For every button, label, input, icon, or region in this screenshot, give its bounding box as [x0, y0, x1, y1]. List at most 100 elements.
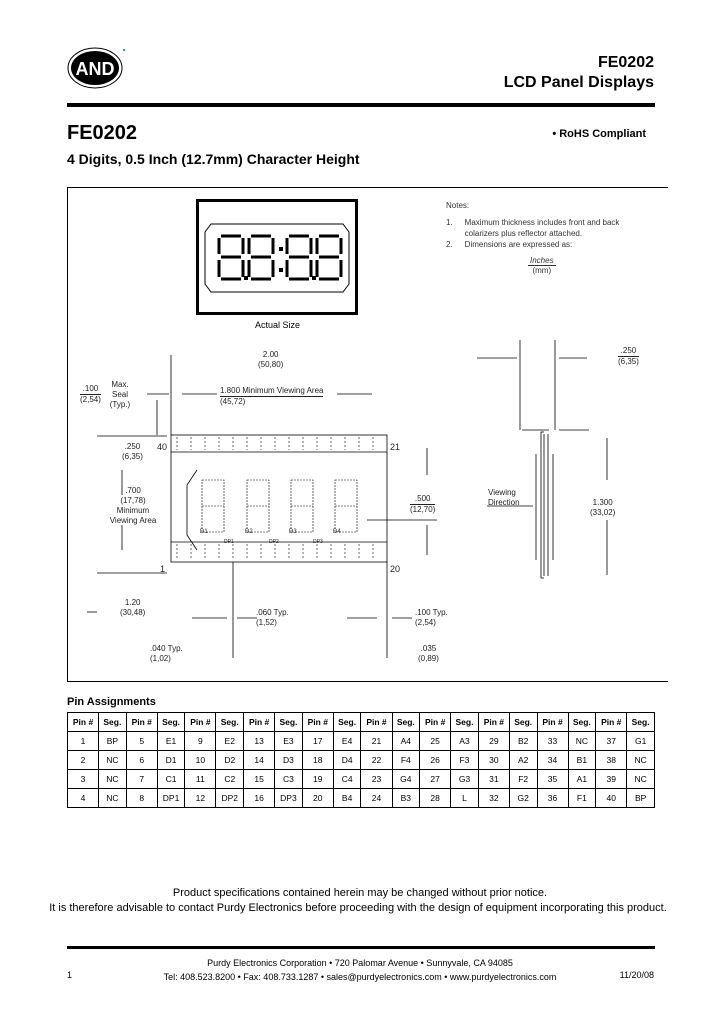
- segment-cell: E2: [215, 731, 245, 751]
- pin-number-cell: 36: [536, 788, 569, 808]
- col-header-seg: Seg.: [567, 712, 597, 732]
- pin-number-cell: 38: [595, 750, 628, 770]
- col-header-seg: Seg.: [98, 712, 127, 732]
- segment-cell: E4: [332, 731, 362, 751]
- segment-cell: DP2: [215, 788, 245, 808]
- segment-cell: B4: [332, 788, 362, 808]
- dim-value-mm: (2,54): [415, 618, 436, 627]
- dim-value: 1.20: [124, 598, 141, 607]
- pin-label-20: 20: [390, 564, 401, 574]
- dim-pin-thickness: .040 Typ. (1,02): [150, 644, 183, 664]
- footer-rule: [67, 946, 655, 949]
- pin-number-cell: 11: [184, 769, 217, 789]
- segment-cell: D2: [215, 750, 245, 770]
- units-inches: Inches: [528, 256, 556, 266]
- col-header-seg: Seg.: [391, 712, 421, 732]
- dim-top-margin: .250 (6,35): [122, 442, 143, 462]
- col-header-pin: Pin #: [477, 712, 510, 732]
- segment-cell: F1: [567, 788, 597, 808]
- digit-label-d4: D4: [333, 529, 341, 535]
- footer-contact: Tel: 408.523.8200 • Fax: 408.733.1287 • …: [163, 972, 557, 982]
- dim-pin-span: 1.20 (30,48): [120, 598, 145, 618]
- table-header-row: Pin #Seg. Pin #Seg. Pin #Seg. Pin #Seg. …: [66, 712, 655, 732]
- pin-number-cell: 3: [66, 769, 100, 789]
- header-product-line: LCD Panel Displays: [503, 74, 654, 91]
- pin-number-cell: 7: [125, 769, 158, 789]
- dim-value-mm: (45,72): [220, 397, 246, 406]
- dim-value: 2.00: [262, 350, 279, 359]
- dim-pin-width: .060 Typ. (1,52): [256, 608, 289, 628]
- product-subtitle: 4 Digits, 0.5 Inch (12.7mm) Character He…: [67, 151, 360, 167]
- pin-number-cell: 31: [477, 769, 510, 789]
- dim-value: .040 Typ.: [150, 644, 183, 653]
- digit-label-d2: D2: [245, 529, 253, 535]
- pin-number-cell: 29: [477, 731, 510, 751]
- dim-viewing-height: .700 (17,78) Minimum Viewing Area: [108, 486, 158, 526]
- segment-cell: A1: [567, 769, 597, 789]
- pin-number-cell: 24: [360, 788, 393, 808]
- segment-cell: G3: [450, 769, 479, 789]
- segment-cell: D3: [274, 750, 303, 770]
- product-title: FE0202: [67, 122, 138, 144]
- notes-block: Notes: 1. Maximum thickness includes fro…: [446, 200, 635, 250]
- dim-value: .700: [125, 486, 141, 495]
- viewing-direction-label: Viewing Direction: [488, 488, 520, 507]
- digit-label-d1: D1: [200, 529, 208, 535]
- dim-value-mm: (1,52): [256, 618, 277, 627]
- pin-number-cell: 23: [360, 769, 393, 789]
- mechanical-drawing: [67, 187, 668, 682]
- segment-cell: A3: [450, 731, 479, 751]
- header-model: FE0202: [597, 54, 654, 71]
- col-header-pin: Pin #: [419, 712, 452, 732]
- segment-cell: L: [450, 788, 479, 808]
- and-logo: AND: [67, 47, 127, 89]
- segment-cell: A2: [508, 750, 538, 770]
- dim-seal: .100 (2,54): [80, 384, 101, 405]
- segment-cell: A4: [391, 731, 421, 751]
- segment-cell: BP: [626, 788, 655, 808]
- pin-number-cell: 30: [477, 750, 510, 770]
- pin-assignments-table: Pin #Seg. Pin #Seg. Pin #Seg. Pin #Seg. …: [66, 712, 655, 808]
- segment-cell: C3: [274, 769, 303, 789]
- segment-cell: B3: [391, 788, 421, 808]
- dp-label-2: DP2: [269, 539, 279, 545]
- segment-cell: D4: [332, 750, 362, 770]
- pin-number-cell: 27: [419, 769, 452, 789]
- col-header-seg: Seg.: [215, 712, 245, 732]
- segment-cell: F4: [391, 750, 421, 770]
- pin-number-cell: 6: [125, 750, 158, 770]
- segment-cell: E3: [274, 731, 303, 751]
- digit-label-d3: D3: [289, 529, 297, 535]
- pin-number-cell: 17: [301, 731, 334, 751]
- segment-cell: B2: [508, 731, 538, 751]
- disclaimer-line-2: It is therefore advisable to contact Pur…: [49, 902, 667, 914]
- dim-value-mm: (6,35): [122, 452, 143, 461]
- note-text: Dimensions are expressed as:: [464, 240, 573, 249]
- pin-number-cell: 12: [184, 788, 217, 808]
- segment-cell: NC: [98, 788, 127, 808]
- dim-value: .100: [80, 384, 101, 395]
- col-header-pin: Pin #: [66, 712, 100, 732]
- col-header-pin: Pin #: [243, 712, 276, 732]
- pin-number-cell: 16: [243, 788, 276, 808]
- pin-label-40: 40: [157, 442, 168, 452]
- footer-address: Purdy Electronics Corporation • 720 Palo…: [207, 958, 513, 968]
- segment-cell: NC: [98, 750, 127, 770]
- units-legend: Inches (mm): [528, 256, 556, 275]
- dim-thickness: .250 (6,35): [618, 346, 639, 367]
- dim-pin-gap: .035 (0,89): [418, 644, 439, 664]
- dim-value-mm: (2,54): [80, 395, 101, 404]
- dim-value: .060 Typ.: [256, 608, 289, 617]
- units-mm: (mm): [532, 266, 552, 275]
- notes-title: Notes:: [446, 201, 470, 210]
- col-header-seg: Seg.: [626, 712, 655, 732]
- pin-number-cell: 1: [66, 731, 100, 751]
- dim-value: 1.800 Minimum Viewing Area: [220, 386, 324, 397]
- col-header-pin: Pin #: [184, 712, 217, 732]
- pin-number-cell: 39: [595, 769, 628, 789]
- header-rule: [67, 103, 655, 107]
- dim-value: .250: [618, 346, 639, 357]
- dim-value-mm: (30,48): [120, 608, 146, 617]
- front-view-lines: [87, 340, 608, 658]
- segment-cell: DP1: [156, 788, 186, 808]
